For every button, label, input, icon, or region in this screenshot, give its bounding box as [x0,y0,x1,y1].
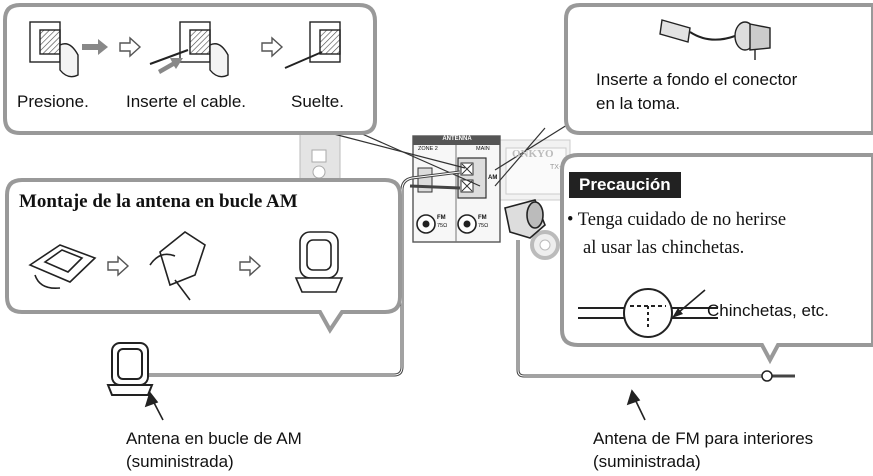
am-caption-line2: (suministrada) [126,452,234,471]
fm-plug [504,199,546,239]
model-label: TX- [550,164,562,171]
fm-jack-label-zone2: FM [437,215,446,221]
fm-jack-label-main: FM [478,215,487,221]
connector-instruction-line2: en la toma. [596,94,681,113]
am-assembly-panel [5,178,402,334]
step-label-press: Presione. [17,92,89,111]
fm-antenna-wire [516,240,795,378]
caution-text-line1: • Tenga cuidado de no herirse [567,210,787,230]
fm-ohm-label-zone2: 75Ω [437,223,448,229]
main-label: MAIN [476,146,490,152]
pin-label: Chinchetas, etc. [707,301,829,320]
step-label-release: Suelte. [291,92,344,111]
fm-caption-line2: (suministrada) [593,452,701,471]
am-caption-line1: Antena en bucle de AM [126,429,302,448]
caution-text-line2: al usar las chinchetas. [583,238,745,258]
caption-arrows [144,389,646,421]
antenna-header: ANTENNA [442,136,472,142]
am-assembly-title: Montaje de la antena en bucle AM [19,191,298,212]
connector-instruction-line1: Inserte a fondo el conector [596,70,798,89]
receiver-back-panel [299,129,571,260]
brand-logo: ONKYO [512,148,554,160]
caution-badge: Precaución [569,172,681,198]
step-label-insert: Inserte el cable. [126,92,247,111]
am-loop-antenna [106,342,154,396]
connector-panel [564,3,873,135]
am-terminal-label: AM [488,175,498,181]
fm-ohm-label-main: 75Ω [478,223,489,229]
steps-panel [3,3,377,135]
leader-lines [329,119,576,187]
fm-caption-line1: Antena de FM para interiores [593,429,814,448]
zone2-label: ZONE 2 [418,146,438,152]
caution-panel [560,153,873,365]
